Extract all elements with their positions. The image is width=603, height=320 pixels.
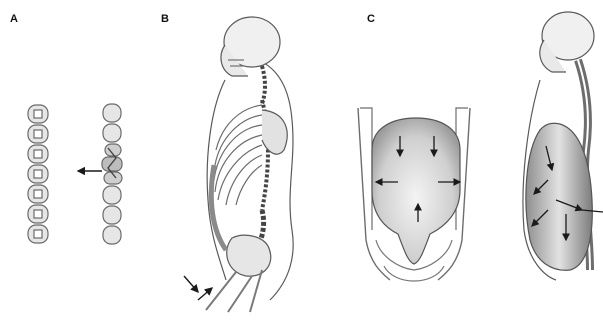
cervical-spine <box>262 66 265 104</box>
ribcage <box>214 100 268 210</box>
force-arrow <box>184 276 198 292</box>
panel-b-diagram <box>184 17 293 312</box>
abdominal-cavity-side <box>526 123 592 270</box>
spine-column-compressed <box>102 104 122 244</box>
pelvis <box>227 235 271 276</box>
spine-column-straight <box>28 105 48 243</box>
panel-a-diagram <box>28 104 122 244</box>
abdominal-cavity-front <box>372 118 460 264</box>
panel-c-side-diagram <box>523 12 603 280</box>
panel-c-front-diagram <box>358 108 470 281</box>
scapula <box>262 110 287 154</box>
